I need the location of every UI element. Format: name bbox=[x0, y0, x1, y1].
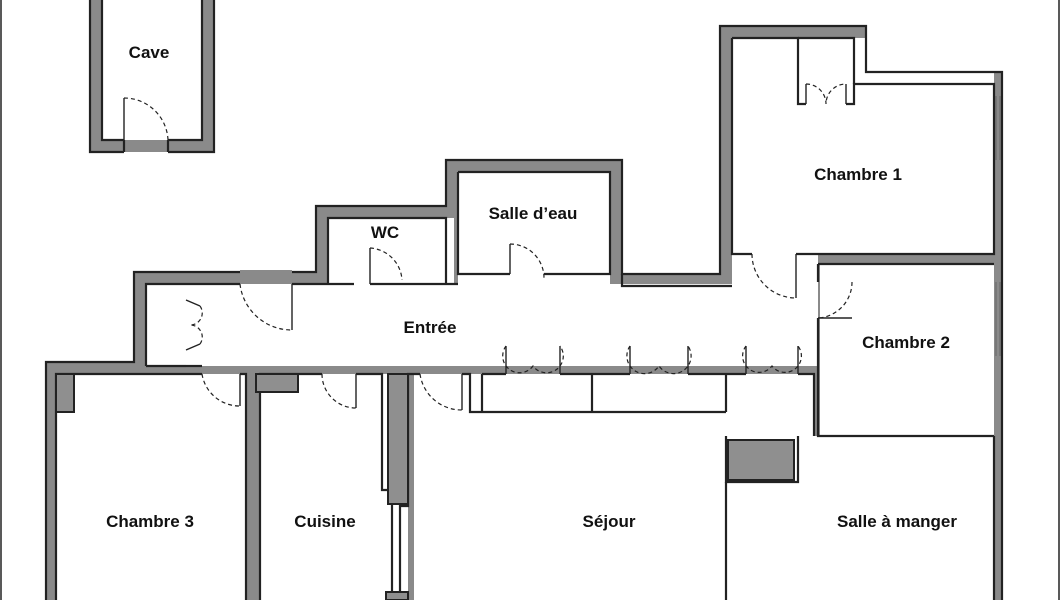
duct-block-cuisine bbox=[255, 373, 299, 393]
entry-door-swing bbox=[239, 283, 293, 331]
duct-block-chambre3 bbox=[55, 373, 75, 413]
label-cuisine: Cuisine bbox=[294, 512, 355, 531]
cave-room bbox=[88, 0, 216, 154]
label-chambre-2: Chambre 2 bbox=[862, 333, 950, 352]
corridor-closet-1-swing bbox=[502, 345, 564, 374]
corridor-closet-2-swing bbox=[626, 345, 692, 375]
label-wc: WC bbox=[371, 223, 399, 242]
label-chambre-1: Chambre 1 bbox=[814, 165, 902, 184]
wall-outlines bbox=[44, 24, 1004, 600]
sejour-door-swing bbox=[419, 373, 463, 411]
label-entree: Entrée bbox=[404, 318, 457, 337]
duct-block-sejour-column bbox=[387, 373, 409, 505]
label-sejour: Séjour bbox=[583, 512, 636, 531]
label-salle-a-manger: Salle à manger bbox=[837, 512, 957, 531]
label-chambre-3: Chambre 3 bbox=[106, 512, 194, 531]
chambre1-closet-door-swing bbox=[805, 83, 847, 105]
room-labels: Cave WC Salle d’eau Entrée Chambre 1 Cha… bbox=[106, 43, 957, 531]
label-salle-deau: Salle d’eau bbox=[489, 204, 578, 223]
fixture-blocks bbox=[55, 373, 795, 600]
closet-door-swing bbox=[189, 305, 203, 345]
cave-door-swing bbox=[123, 97, 169, 141]
chambre1-door-swing bbox=[751, 253, 797, 299]
duct-block-salle-a-manger bbox=[727, 439, 795, 481]
corridor-closet-3-swing bbox=[742, 345, 802, 373]
label-cave: Cave bbox=[129, 43, 170, 62]
windows bbox=[995, 96, 1001, 356]
wc-door-swing bbox=[369, 247, 403, 281]
duct-block-bottom bbox=[385, 591, 409, 600]
doors bbox=[185, 83, 853, 411]
